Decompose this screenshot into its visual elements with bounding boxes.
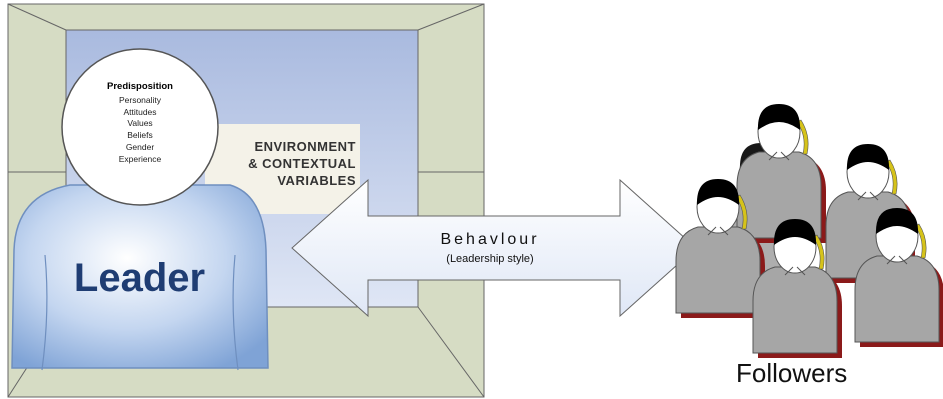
follower-figure: [752, 218, 842, 358]
leader-arm-right: [232, 254, 239, 371]
environment-line: ENVIRONMENT: [254, 139, 356, 154]
behaviour-sublabel: (Leadership style): [446, 253, 534, 265]
predisposition-item: Personality: [118, 95, 162, 105]
room-perspective-line: [7, 3, 67, 31]
follower-figure: [675, 178, 765, 318]
behaviour-label: Behavlour: [440, 231, 540, 248]
predisposition-list: Personality Attitudes Values Beliefs Gen…: [80, 95, 200, 165]
room-perspective-line: [417, 3, 485, 31]
predisposition-item: Gender: [125, 141, 155, 152]
predisposition-item: Experience: [118, 153, 162, 164]
predisposition-head: [61, 48, 219, 206]
predisposition-item: Attitudes: [123, 106, 157, 117]
predisposition-item: Values: [127, 118, 153, 129]
follower-figure: [736, 103, 826, 243]
environment-line: & CONTEXTUAL: [248, 156, 356, 171]
environment-label: ENVIRONMENT & CONTEXTUAL VARIABLES: [208, 138, 356, 189]
followers-label: Followers: [736, 358, 848, 388]
follower-figure: [854, 207, 943, 347]
room-perspective-line: [417, 306, 485, 398]
predisposition-item: Beliefs: [127, 130, 153, 141]
predisposition-title: Predisposition: [107, 81, 173, 92]
leader-label: Leader: [73, 256, 206, 300]
environment-line: VARIABLES: [277, 173, 356, 188]
leader-arm-left: [41, 254, 48, 371]
